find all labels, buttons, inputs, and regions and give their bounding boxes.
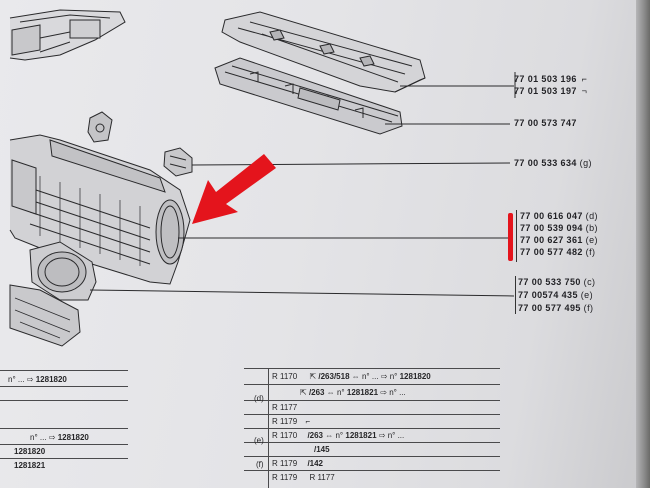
highlight-bar bbox=[508, 213, 513, 261]
table-row: /145 bbox=[314, 445, 330, 454]
part-code: 77 00 533 634 bbox=[514, 158, 577, 168]
table-row: R 1179 /142 bbox=[272, 459, 324, 468]
leader-valance bbox=[89, 289, 515, 297]
leader-634 bbox=[191, 162, 511, 166]
part-code: 77 00 577 482 bbox=[520, 247, 583, 257]
part-number: 77 00 539 094 (b) bbox=[520, 223, 598, 233]
side-left-icon: ⌐ bbox=[581, 74, 588, 84]
part-code: 77 01 503 197 bbox=[514, 86, 577, 96]
part-code: 77 01 503 196 bbox=[514, 74, 577, 84]
part-number: 77 00 533 634 (g) bbox=[514, 158, 592, 168]
part-variant: (b) bbox=[585, 223, 598, 233]
table-row: ⇱ /263 ⇔ n° 1281821 ⇨ n° ... bbox=[300, 388, 406, 397]
table-row: R 1170 /263 ⇔ n° 1281821 ⇨ n° ... bbox=[272, 431, 405, 440]
part-variant: (c) bbox=[583, 277, 596, 287]
table-row: R 1179 R 1177 bbox=[272, 473, 335, 482]
swap-icon: ⇔ bbox=[326, 388, 335, 397]
part-number: 77 00 577 495 (f) bbox=[518, 303, 593, 313]
swap-icon: ⇔ bbox=[351, 372, 360, 381]
part-number: 77 00574 435 (e) bbox=[518, 290, 593, 300]
part-code: 77 00 533 750 bbox=[518, 277, 581, 287]
part-variant: (e) bbox=[585, 235, 598, 245]
table-row: R 1179 ⌐ bbox=[272, 417, 311, 426]
part-code: 77 00 539 094 bbox=[520, 223, 583, 233]
red-arrow bbox=[192, 154, 276, 224]
page-edge bbox=[636, 0, 650, 488]
arrow-right-icon: ⇨ bbox=[378, 431, 386, 440]
part-code: 77 00 577 495 bbox=[518, 303, 581, 313]
part-variant: (e) bbox=[580, 290, 593, 300]
part-variant: (f) bbox=[583, 303, 594, 313]
table-row: n° ... ⇨ 1281820 bbox=[30, 433, 89, 442]
part-code: 77 00 616 047 bbox=[520, 211, 583, 221]
part-number: 77 00 616 047 (d) bbox=[520, 211, 598, 221]
arrow-right-icon: ⇨ bbox=[380, 388, 387, 397]
table-row: n° ... ⇨ 1281820 bbox=[8, 375, 67, 384]
part-number: 77 01 503 196 ⌐ bbox=[514, 74, 587, 84]
arrow-right-icon: ⇨ bbox=[48, 433, 56, 442]
table-row: 1281820 bbox=[14, 447, 46, 456]
side-icon: ⇱ bbox=[309, 372, 317, 381]
part-number: 77 00 577 482 (f) bbox=[520, 247, 595, 257]
part-number: 77 01 503 197 ¬ bbox=[514, 86, 587, 96]
table-row: R 1177 bbox=[272, 403, 298, 412]
bracket-634 bbox=[163, 147, 193, 177]
group-bracket bbox=[516, 210, 517, 262]
small-bracket bbox=[87, 111, 113, 143]
part-code: 77 00574 435 bbox=[518, 290, 578, 300]
side-right-icon: ⌐ bbox=[305, 417, 311, 426]
upper-panel-196 bbox=[221, 11, 426, 93]
part-number: 77 00 533 750 (c) bbox=[518, 277, 595, 287]
side-right-icon: ¬ bbox=[581, 86, 588, 96]
part-code: 77 00 573 747 bbox=[514, 118, 577, 128]
part-code: 77 00 627 361 bbox=[520, 235, 583, 245]
part-variant: (d) bbox=[585, 211, 598, 221]
table-row: 1281821 bbox=[14, 461, 46, 470]
body-shell-fragment bbox=[9, 9, 126, 61]
part-number: 77 00 573 747 bbox=[514, 118, 577, 128]
group-bracket bbox=[515, 276, 516, 314]
variant-letter: (f) bbox=[256, 460, 264, 469]
arrow-right-icon: ⇨ bbox=[26, 375, 34, 384]
headlight-surround bbox=[29, 241, 97, 301]
arrow-right-icon: ⇨ bbox=[380, 372, 388, 381]
upper-panel-747 bbox=[214, 57, 403, 135]
part-variant: (f) bbox=[585, 247, 596, 257]
swap-icon: ⇔ bbox=[325, 431, 334, 440]
lower-valance bbox=[9, 284, 81, 347]
variant-letter: (d) bbox=[254, 394, 264, 403]
part-variant: (g) bbox=[579, 158, 592, 168]
side-icon: ⇱ bbox=[300, 388, 307, 397]
part-number: 77 00 627 361 (e) bbox=[520, 235, 598, 245]
table-row: R 1170 ⇱ /263/518 ⇔ n° ... ⇨ n° 1281820 bbox=[272, 372, 431, 381]
variant-letter: (e) bbox=[254, 436, 264, 445]
